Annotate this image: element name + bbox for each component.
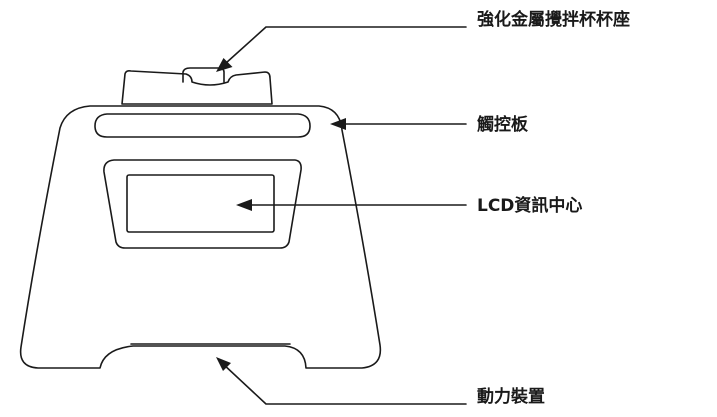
arrowhead-jar-pad (216, 58, 233, 72)
label-jar-pad: 強化金屬攪拌杯杯座 (477, 10, 630, 30)
leader-line-motor (221, 362, 467, 405)
lcd-screen (126, 174, 275, 233)
lcd-bezel (103, 159, 302, 249)
arrowhead-lcd (236, 199, 252, 211)
label-touch-panel: 觸控板 (477, 115, 528, 135)
arrowhead-touch-panel (330, 118, 346, 130)
leader-line-jar-pad (225, 26, 467, 64)
jar-pad-shape (121, 70, 273, 105)
touch-panel-band (94, 113, 311, 138)
arrowhead-motor (216, 357, 231, 371)
blender-body-outline (19, 105, 382, 369)
jar-pad-cap (182, 67, 225, 83)
label-motor-base: 動力裝置 (477, 387, 545, 407)
label-lcd-center: LCD資訊中心 (477, 196, 583, 216)
